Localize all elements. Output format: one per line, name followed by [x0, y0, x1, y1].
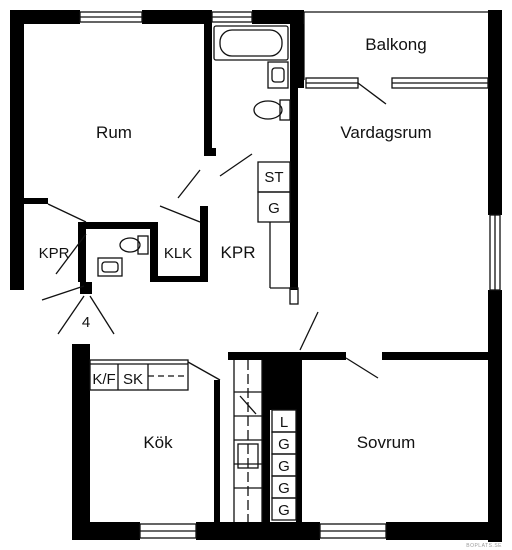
label-g-hall: G [268, 200, 280, 217]
toilet-icon [119, 235, 149, 255]
label-wardrobe-l: L [280, 414, 288, 431]
label-wardrobe-g1: G [278, 436, 290, 453]
room-label-balkong: Balkong [365, 35, 426, 54]
label-wardrobe-g2: G [278, 458, 290, 475]
label-wardrobe-g3: G [278, 480, 290, 497]
room-label-sovrum: Sovrum [357, 433, 416, 452]
label-st: ST [264, 169, 283, 186]
toilet-icon [253, 99, 291, 121]
label-kpr-left: KPR [39, 245, 70, 262]
exterior-walls [10, 10, 502, 542]
room-label-rum: Rum [96, 123, 132, 142]
wardrobe-column [271, 409, 297, 521]
label-entrance-number: 4 [82, 314, 90, 331]
label-wardrobe-g4: G [278, 502, 290, 519]
kitchen-counter [89, 359, 189, 391]
doors [41, 82, 387, 381]
sink-icon [267, 61, 289, 89]
interior-walls [24, 24, 488, 522]
label-klk: KLK [164, 245, 192, 262]
stairs [233, 360, 263, 522]
bathtub-icon [213, 25, 289, 61]
label-kpr-hall: KPR [221, 243, 256, 262]
sink-icon [97, 257, 123, 277]
hall-storage [257, 161, 299, 305]
room-label-kok: Kök [143, 433, 173, 452]
label-sk: SK [123, 371, 143, 388]
room-label-vardagsrum: Vardagsrum [340, 123, 431, 142]
watermark-text: BOPLATS.SE [466, 543, 502, 549]
label-kf: K/F [92, 371, 115, 388]
